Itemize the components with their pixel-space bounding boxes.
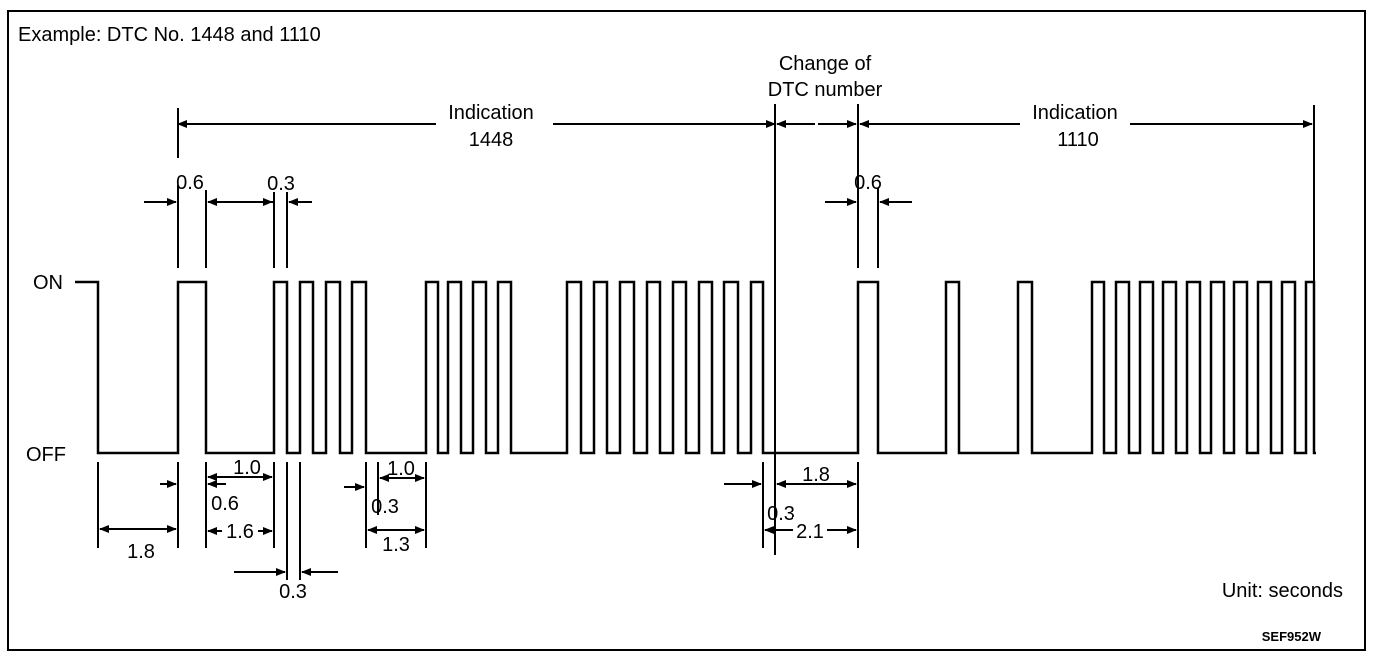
dim-0-3-bottom-mid-label: 0.3 xyxy=(371,496,399,518)
indication-1448-group: Indication 1448 xyxy=(177,102,776,158)
dim-2-1-label: 2.1 xyxy=(796,521,824,543)
bottom-extension-lines xyxy=(97,462,859,580)
indication-1110-label: Indication xyxy=(1032,102,1118,124)
indication-1110-number: 1110 xyxy=(1057,129,1099,151)
dim-1-6: 1.6 xyxy=(207,518,273,543)
dim-1-8-first: 1.8 xyxy=(99,525,177,563)
dim-0-3-bottom-left-label: 0.3 xyxy=(279,581,307,603)
dim-top-0-6-second: 0.6 xyxy=(825,172,912,268)
dim-top-0-6-second-label: 0.6 xyxy=(854,172,882,194)
dim-top-0-6-first-label: 0.6 xyxy=(176,172,204,194)
dim-1-3-label: 1.3 xyxy=(382,534,410,556)
dim-0-3-bottom-left: 0.3 xyxy=(234,568,338,603)
dim-2-1: 2.1 xyxy=(764,517,857,543)
dim-0-3-bottom-mid: 0.3 xyxy=(344,483,399,518)
dim-1-0-first-label: 1.0 xyxy=(233,457,261,479)
dim-1-6-label: 1.6 xyxy=(226,521,254,543)
change-dtc-label: Change of xyxy=(779,53,872,75)
dim-0-3-bottom-right: 0.3 xyxy=(724,480,795,525)
dim-1-8-first-label: 1.8 xyxy=(127,541,155,563)
dim-1-0-second: 1.0 xyxy=(379,458,425,482)
dim-0-6-bottom: 0.6 xyxy=(160,480,239,515)
dim-top-0-6-first: 0.6 xyxy=(144,172,274,268)
dim-0-6-bottom-label: 0.6 xyxy=(211,493,239,515)
figure-code: SEF952W xyxy=(1262,629,1322,644)
dim-0-3-bottom-right-label: 0.3 xyxy=(767,503,795,525)
indication-1448-number: 1448 xyxy=(469,129,514,151)
dim-1-0-second-label: 1.0 xyxy=(387,458,415,480)
dim-top-0-3: 0.3 xyxy=(212,173,312,268)
dim-1-3: 1.3 xyxy=(367,526,425,556)
indication-1448-label: Indication xyxy=(448,102,534,124)
dim-top-0-3-label: 0.3 xyxy=(267,173,295,195)
diagram-frame xyxy=(7,10,1366,651)
dim-1-8-second: 1.8 xyxy=(776,464,857,488)
unit-label: Unit: seconds xyxy=(1222,580,1343,602)
signal-waveform xyxy=(75,280,1316,455)
dim-1-8-second-label: 1.8 xyxy=(802,464,830,486)
on-level-label: ON xyxy=(33,272,63,294)
diagram-title: Example: DTC No. 1448 and 1110 xyxy=(18,24,321,46)
off-level-label: OFF xyxy=(26,444,66,466)
change-dtc-group: Change of DTC number xyxy=(768,53,883,555)
indication-1110-group: Indication 1110 xyxy=(859,102,1315,282)
dim-1-0-first: 1.0 xyxy=(207,457,273,481)
change-dtc-label-2: DTC number xyxy=(768,79,883,101)
